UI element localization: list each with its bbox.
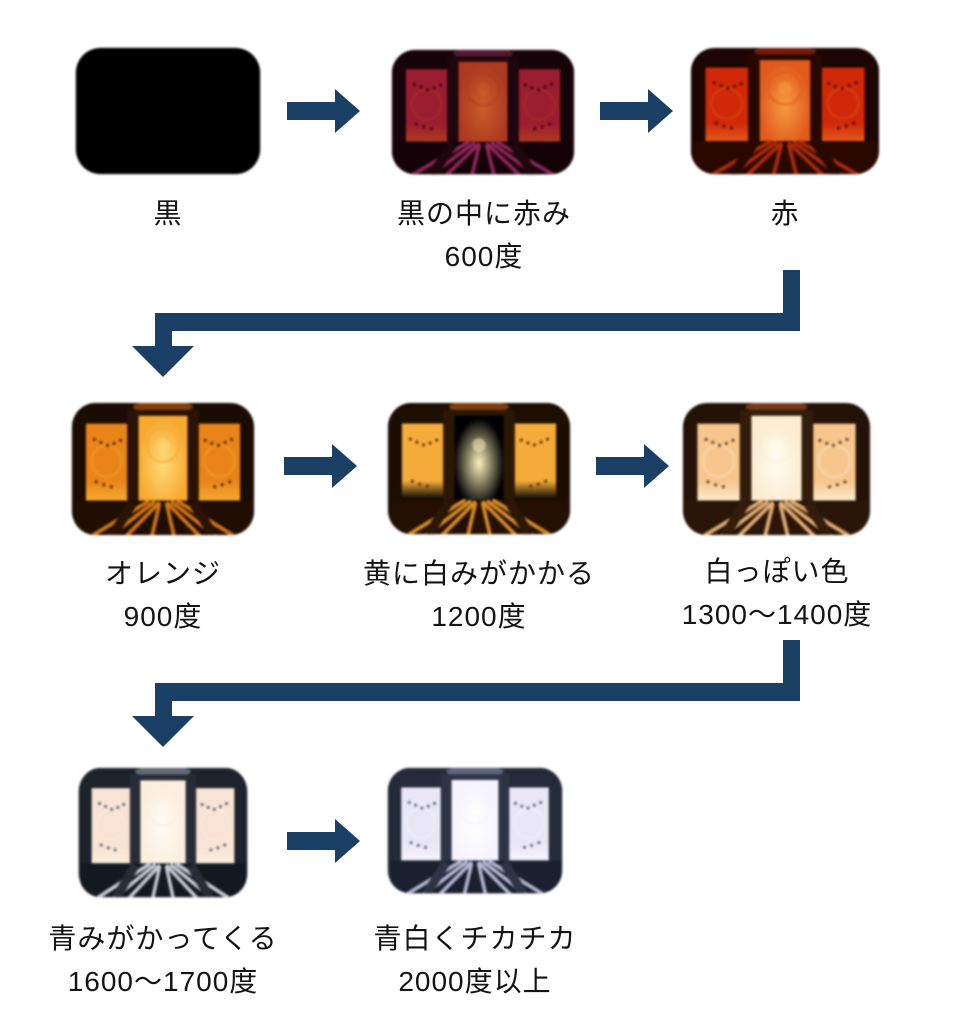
kiln-photo-black xyxy=(72,44,264,178)
right-arrow-icon xyxy=(287,88,361,134)
stage-temp: 2000度以上 xyxy=(398,966,552,997)
stage-label: 赤 xyxy=(770,198,800,229)
kiln-photo-red xyxy=(688,45,882,177)
caption-red-in-black: 黒の中に赤み 600度 xyxy=(334,192,634,278)
caption-yellow-whitening: 黄に白みがかかる 1200度 xyxy=(329,552,629,638)
stage-label: 黄に白みがかかる xyxy=(362,558,595,589)
stage-label: 黒の中に赤み xyxy=(396,198,571,229)
stage-label: オレンジ xyxy=(104,558,221,589)
stage-label: 白っぽい色 xyxy=(704,556,850,587)
caption-whitish: 白っぽい色 1300〜1400度 xyxy=(627,550,927,636)
stage-temp: 900度 xyxy=(123,601,203,632)
kiln-photo-bluish xyxy=(76,765,250,900)
right-arrow-icon xyxy=(596,443,670,489)
caption-blue-white-flicker: 青白くチカチカ 2000度以上 xyxy=(325,917,625,1003)
stage-label: 青白くチカチカ xyxy=(373,923,577,954)
kiln-photo-orange xyxy=(69,400,257,538)
elbow-down-arrow-icon xyxy=(130,640,810,750)
caption-orange: オレンジ 900度 xyxy=(13,552,313,638)
stage-temp: 1300〜1400度 xyxy=(681,599,873,630)
right-arrow-icon xyxy=(284,443,358,489)
stage-label: 青みがかってくる xyxy=(48,923,278,954)
caption-red: 赤 xyxy=(635,192,935,235)
stage-temp: 600度 xyxy=(444,241,524,272)
stage-temp: 1600〜1700度 xyxy=(67,966,259,997)
right-arrow-icon xyxy=(600,88,674,134)
stage-label: 黒 xyxy=(153,198,183,229)
kiln-photo-blue-white-flicker xyxy=(385,765,565,896)
kiln-photo-yellow-whitening xyxy=(385,400,573,537)
caption-black: 黒 xyxy=(18,192,318,235)
stage-temp: 1200度 xyxy=(431,601,527,632)
kiln-photo-red-in-black xyxy=(389,47,577,177)
elbow-down-arrow-icon xyxy=(130,270,810,380)
caption-bluish: 青みがかってくる 1600〜1700度 xyxy=(13,917,313,1003)
right-arrow-icon xyxy=(287,818,361,864)
kiln-photo-whitish xyxy=(680,400,873,538)
